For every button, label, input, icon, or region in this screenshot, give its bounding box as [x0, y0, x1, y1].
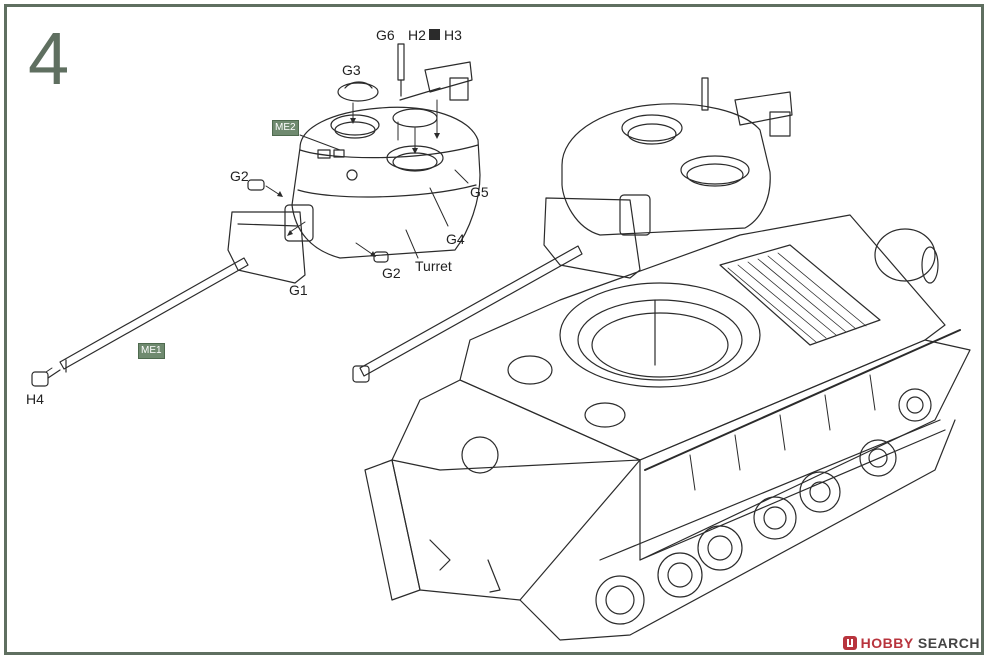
label-turret: Turret: [415, 258, 452, 274]
label-g2-top: G2: [230, 168, 249, 184]
hobbysearch-mark-icon: [842, 636, 857, 650]
label-h4: H4: [26, 391, 44, 407]
logo-brand: HOBBY: [860, 635, 914, 651]
label-g2-bottom: G2: [382, 265, 401, 281]
label-g4: G4: [446, 231, 465, 247]
step-frame: [4, 4, 984, 655]
hobbysearch-logo: HOBBY SEARCH: [842, 635, 980, 651]
label-h3: H3: [444, 27, 462, 43]
badge-me2: ME2: [272, 120, 299, 136]
tank-assembled: [352, 77, 971, 641]
label-h2: H2: [408, 27, 426, 43]
badge-me1: ME1: [138, 343, 165, 359]
connector-icon: [429, 29, 440, 40]
logo-text: HOBBY SEARCH: [861, 635, 980, 651]
label-g5: G5: [470, 184, 489, 200]
label-g3: G3: [342, 62, 361, 78]
turret-exploded: [31, 43, 481, 387]
logo-suffix: SEARCH: [913, 635, 980, 651]
step-number: 4: [28, 17, 70, 100]
label-g1: G1: [289, 282, 308, 298]
label-g6: G6: [376, 27, 395, 43]
